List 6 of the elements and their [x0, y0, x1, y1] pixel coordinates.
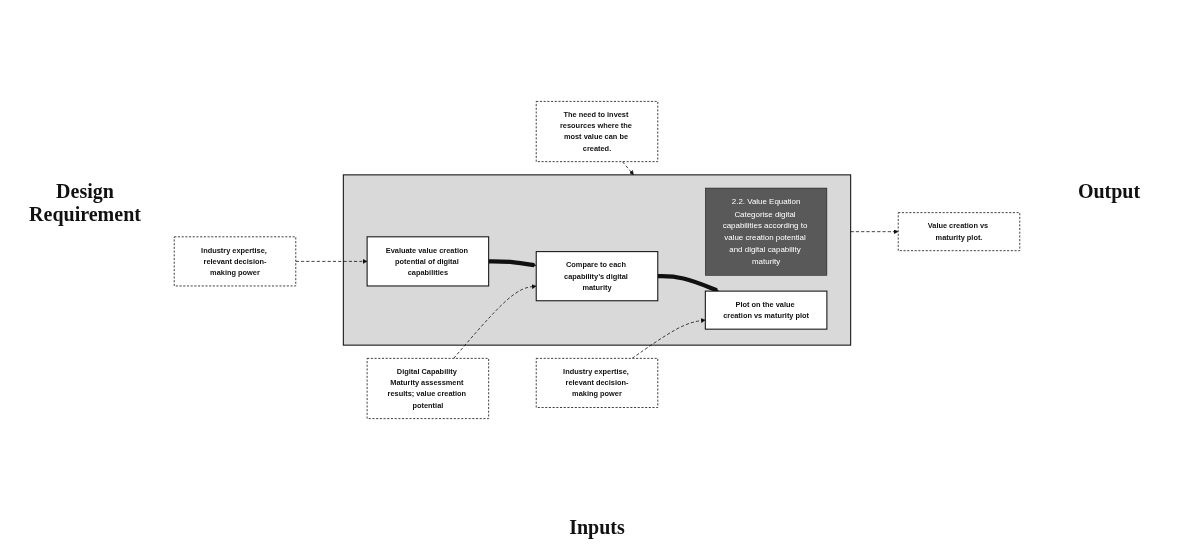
section-heading: Inputs — [568, 516, 626, 539]
section-heading: Output — [1076, 180, 1142, 203]
arrow — [488, 259, 537, 268]
section-heading: Design Requirement — [28, 180, 142, 226]
arrow — [657, 274, 719, 293]
cluster — [342, 174, 852, 346]
